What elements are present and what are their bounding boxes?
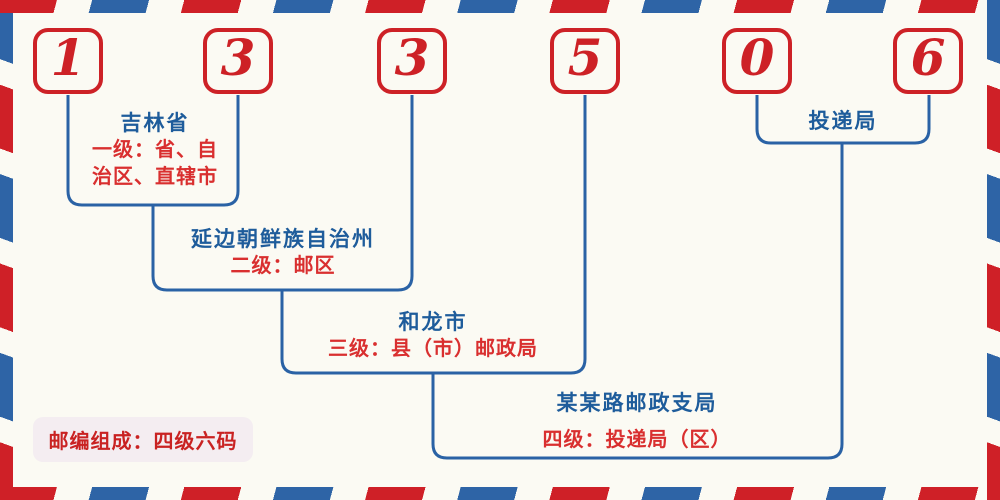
level-desc-line: 三级：县（市）邮政局 (328, 338, 538, 360)
level-group-city: 和龙市 三级：县（市）邮政局 (328, 310, 538, 363)
postal-digit-box-6: 6 (893, 28, 963, 94)
level-group-prefecture: 延边朝鲜族自治州 二级：邮区 (191, 227, 375, 280)
place-name: 延边朝鲜族自治州 (191, 228, 375, 251)
postal-digit-box-4: 5 (550, 28, 620, 94)
level-group-delivery-office: 投递局 (809, 109, 878, 135)
airmail-border-left-icon (0, 0, 13, 500)
composition-note-box: 邮编组成：四级六码 (33, 417, 253, 462)
airmail-border-right-icon (987, 0, 1000, 500)
postal-digit: 6 (910, 28, 946, 87)
bracket-delivery-office (755, 95, 931, 145)
bracket-level-4 (431, 143, 844, 460)
postal-digit: 0 (739, 28, 775, 87)
place-name: 和龙市 (398, 311, 468, 334)
postal-digit: 1 (50, 28, 86, 87)
level-group-branch: 某某路邮政支局 四级：投递局（区） (543, 391, 732, 454)
composition-note-text: 邮编组成：四级六码 (48, 431, 238, 453)
level-desc-line: 治区、直辖市 (92, 166, 218, 188)
airmail-border-bottom-icon (0, 487, 1000, 500)
level-desc-line: 一级：省、自 (92, 139, 218, 161)
postal-digit-box-5: 0 (722, 28, 792, 94)
airmail-border-top-icon (0, 0, 1000, 13)
level-desc-line: 四级：投递局（区） (542, 429, 732, 451)
place-name: 某某路邮政支局 (556, 392, 718, 415)
place-name: 吉林省 (120, 112, 190, 135)
postal-digit: 3 (220, 28, 256, 87)
postal-digit-box-3: 3 (377, 28, 447, 94)
level-group-province: 吉林省 一级：省、自 治区、直辖市 (92, 111, 218, 191)
postal-digit: 5 (567, 28, 603, 87)
level-desc-line: 二级：邮区 (230, 255, 336, 277)
postal-digit-box-1: 1 (33, 28, 103, 94)
place-name: 投递局 (808, 110, 878, 133)
postal-digit: 3 (394, 28, 430, 87)
postal-digit-box-2: 3 (203, 28, 273, 94)
